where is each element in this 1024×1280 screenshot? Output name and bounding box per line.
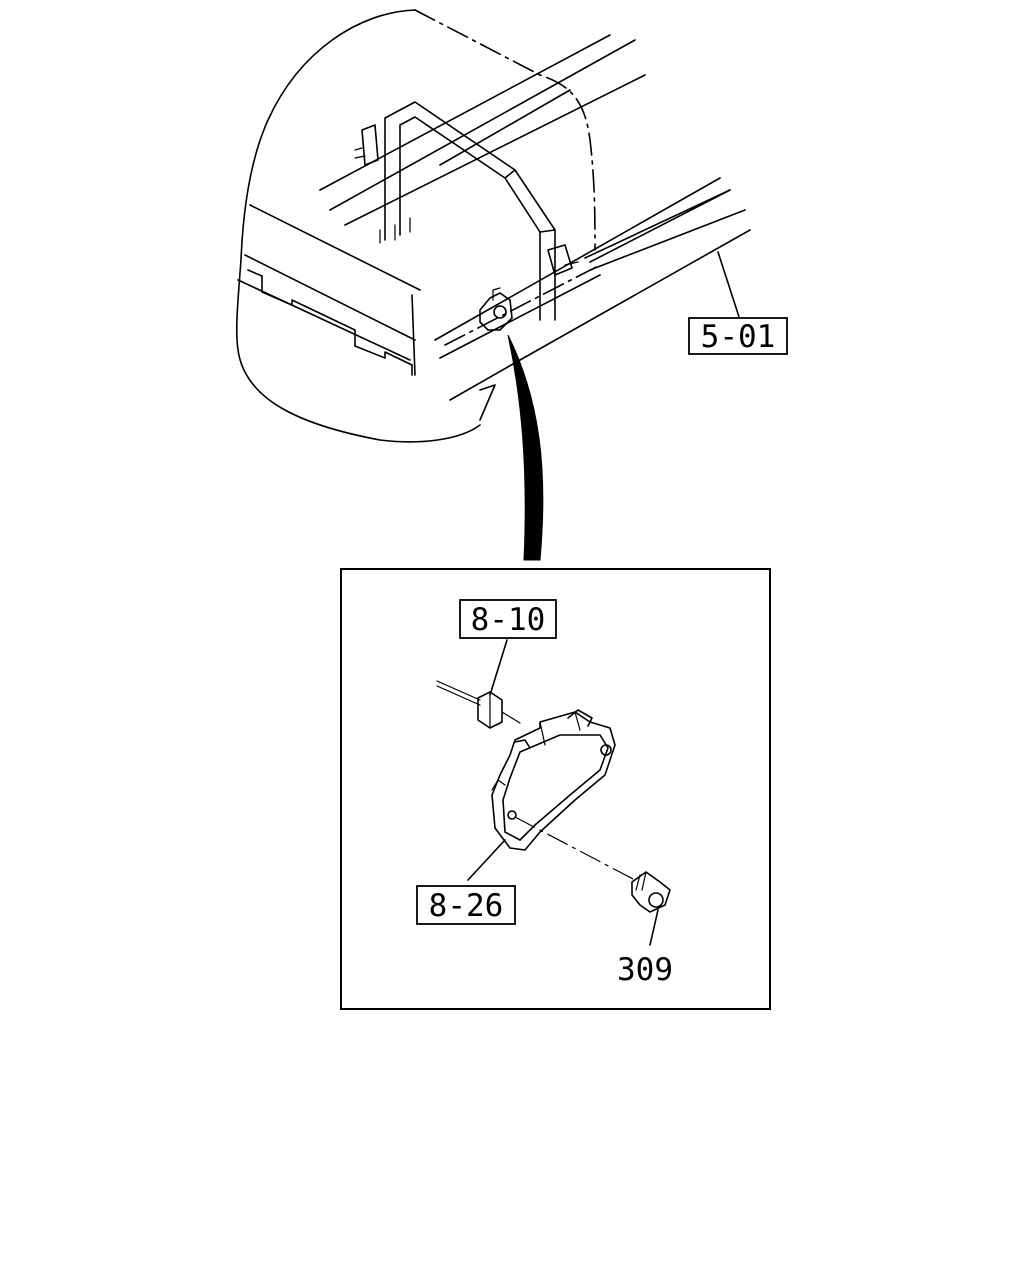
callout-8-26: 8-26 <box>416 885 516 925</box>
callout-8-26-label: 8-26 <box>429 888 504 924</box>
callout-5-01-label: 5-01 <box>701 319 776 355</box>
callout-309-label: 309 <box>617 952 673 988</box>
callout-8-10-label: 8-10 <box>471 602 546 638</box>
callout-8-10: 8-10 <box>459 599 557 639</box>
cab-assembly-drawing <box>235 9 751 561</box>
callout-5-01: 5-01 <box>688 317 788 355</box>
callout-309: 309 <box>617 952 673 988</box>
detail-view <box>340 568 771 1010</box>
